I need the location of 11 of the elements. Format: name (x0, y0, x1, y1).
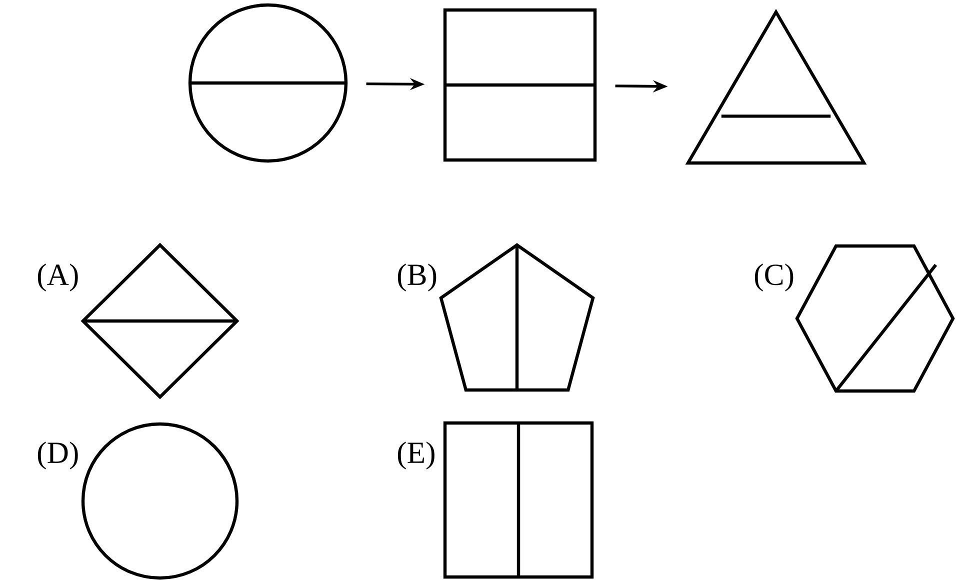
option-label: (C) (754, 264, 794, 292)
box-shape (443, 421, 594, 579)
option-label: (D) (38, 442, 78, 470)
circle-shape (188, 3, 348, 163)
option-label: (E) (398, 442, 434, 470)
circle-shape (81, 422, 239, 580)
box-shape (443, 8, 597, 162)
hexagon-shape (795, 244, 955, 393)
pentagon-shape (439, 243, 595, 392)
option-label: (B) (398, 264, 436, 292)
option-label: (A) (38, 264, 78, 292)
